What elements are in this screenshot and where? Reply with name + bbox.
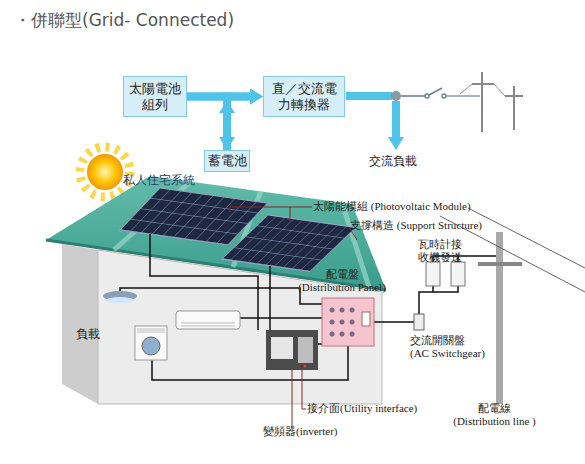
lamp-light xyxy=(106,297,134,303)
part-label: 私人住宅系統 xyxy=(123,174,195,187)
node-text: 直／交流電 力轉換器 xyxy=(264,81,344,113)
solar-panel xyxy=(222,215,356,272)
main-breaker xyxy=(362,312,370,326)
part-label: 交流負載 xyxy=(369,155,417,168)
switch-symbol xyxy=(442,94,446,98)
part-label: 配電盤 (Distribution Panel) xyxy=(297,268,387,294)
junction-dot xyxy=(391,91,401,101)
distribution-panel xyxy=(322,298,374,346)
process-box: 蓄電池 xyxy=(204,150,250,172)
air-conditioner-slats xyxy=(181,323,235,326)
sun-rays xyxy=(80,147,130,197)
breaker xyxy=(340,332,345,337)
wire xyxy=(401,95,425,97)
breaker xyxy=(330,308,335,313)
flow-arrow xyxy=(187,97,227,141)
switch-symbol xyxy=(425,94,429,98)
node-text: 太陽電池 組列 xyxy=(124,81,186,113)
flow-arrow xyxy=(227,97,253,151)
sun xyxy=(87,154,123,190)
power-line xyxy=(460,84,505,96)
ac-switch xyxy=(414,314,424,330)
process-box: 直／交流電 力轉換器 xyxy=(263,76,345,117)
utility-pole xyxy=(496,232,503,404)
watt-hour-meter xyxy=(426,262,440,286)
wire xyxy=(446,95,480,97)
breaker xyxy=(350,308,355,313)
utility-interface xyxy=(298,337,313,363)
washing-machine xyxy=(135,326,167,360)
diagram-title: ・併聯型(Grid- Connected) xyxy=(14,9,234,32)
inverter xyxy=(266,330,318,370)
switch-symbol xyxy=(429,88,442,95)
part-label: 接介面(Utility interface) xyxy=(307,402,417,415)
panel-frame xyxy=(222,215,356,272)
washing-machine-panel xyxy=(137,328,165,333)
part-label: 配電線 (Distribution line ) xyxy=(452,402,537,428)
breakers xyxy=(330,308,355,337)
breaker xyxy=(340,320,345,325)
inverter-face xyxy=(271,337,293,359)
node-text: 蓄電池 xyxy=(208,153,247,169)
part-label: 支撐構造 (Support Structure) xyxy=(350,219,482,232)
panel-cells xyxy=(222,215,356,272)
washing-machine-door xyxy=(142,337,160,355)
leader-line xyxy=(230,207,357,428)
breaker xyxy=(340,308,345,313)
breaker xyxy=(350,332,355,337)
utility-pole xyxy=(472,72,523,132)
breaker xyxy=(330,332,335,337)
watt-hour-meter xyxy=(451,262,465,286)
process-box: 太陽電池 組列 xyxy=(123,76,187,117)
part-label: 交流開關盤 (AC Switchgear) xyxy=(410,334,487,360)
breaker xyxy=(350,320,355,325)
pole-crossarm xyxy=(478,262,522,266)
flow-arrow xyxy=(346,92,392,100)
house-side-wall xyxy=(62,244,98,404)
air-conditioner xyxy=(176,311,240,329)
breaker xyxy=(330,320,335,325)
indicator-light xyxy=(304,365,307,368)
connector-layer xyxy=(187,97,253,151)
flow-arrow xyxy=(392,101,400,140)
part-label: 太陽能模組 (Photovoltaic Module) xyxy=(313,200,471,213)
part-label: 變頻器(inverter) xyxy=(263,425,338,438)
part-label: 瓦時計接 收機發送 xyxy=(418,238,464,264)
wire xyxy=(120,234,497,380)
part-label: 負載 xyxy=(76,328,100,341)
